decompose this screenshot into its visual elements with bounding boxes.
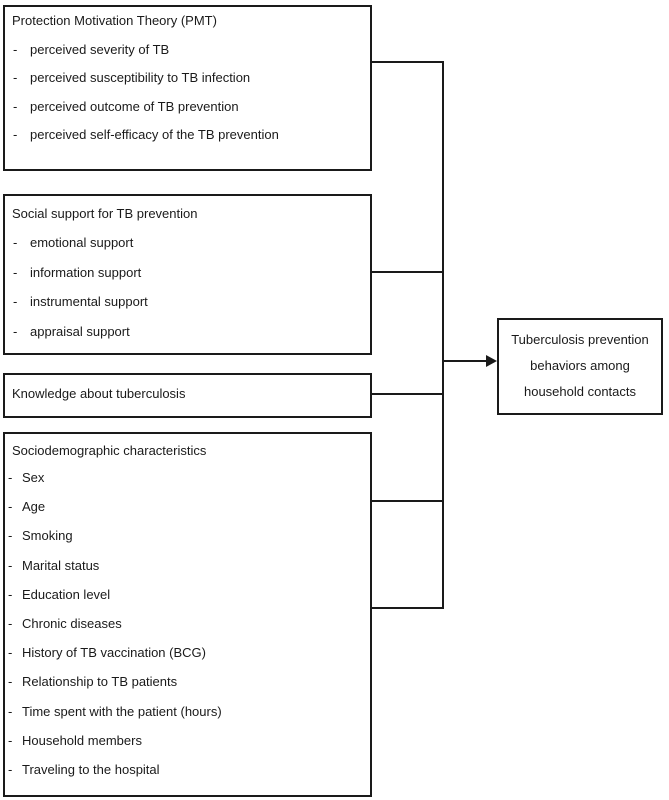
bullet-dash: - <box>8 470 13 486</box>
connector-knowledge-line <box>371 393 444 395</box>
list-item: - perceived severity of TB <box>5 35 370 64</box>
item-text: Relationship to TB patients <box>22 674 178 690</box>
item-text: instrumental support <box>30 294 148 310</box>
bullet-dash: - <box>13 323 18 339</box>
connector-pmt-line <box>372 61 444 63</box>
box-title: Protection Motivation Theory (PMT) <box>12 13 217 28</box>
connector-socio-upper-line <box>372 500 444 502</box>
list-item: - emotional support <box>5 228 370 258</box>
bullet-dash: - <box>13 294 18 310</box>
list-item: - instrumental support <box>5 287 370 317</box>
item-text: information support <box>30 264 142 280</box>
item-text: Traveling to the hospital <box>22 761 160 777</box>
list-item: - appraisal support <box>5 317 370 347</box>
bullet-dash: - <box>13 127 18 143</box>
item-list: - Sex - Age - Smoking - Marital status -… <box>5 463 370 784</box>
outcome-line: Tuberculosis prevention <box>511 332 649 347</box>
list-item: - Marital status <box>5 551 370 580</box>
item-text: perceived susceptibility to TB infection <box>30 70 251 86</box>
box-sociodemographic: Sociodemographic characteristics - Sex -… <box>3 432 372 797</box>
list-item: - information support <box>5 258 370 288</box>
item-text: Smoking <box>22 528 73 544</box>
list-item: - perceived outcome of TB prevention <box>5 92 370 121</box>
bullet-dash: - <box>13 41 18 57</box>
bullet-dash: - <box>13 70 18 86</box>
bullet-dash: - <box>8 616 13 632</box>
bullet-dash: - <box>13 235 18 251</box>
bullet-dash: - <box>8 732 13 748</box>
box-title: Sociodemographic characteristics <box>12 443 207 458</box>
item-text: Household members <box>22 732 142 748</box>
bullet-dash: - <box>8 645 13 661</box>
box-title: Social support for TB prevention <box>12 206 198 221</box>
list-item: - perceived susceptibility to TB infecti… <box>5 64 370 93</box>
list-item: - Relationship to TB patients <box>5 667 370 696</box>
trunk-line <box>442 61 444 609</box>
box-title: Knowledge about tuberculosis <box>12 386 186 401</box>
outcome-line: behaviors among <box>530 358 630 373</box>
bullet-dash: - <box>8 761 13 777</box>
item-text: Sex <box>22 470 45 486</box>
item-text: Chronic diseases <box>22 616 122 632</box>
list-item: - Chronic diseases <box>5 609 370 638</box>
list-item: - Time spent with the patient (hours) <box>5 697 370 726</box>
item-text: Marital status <box>22 557 100 573</box>
connector-socio-lower-line <box>372 607 444 609</box>
list-item: - Household members <box>5 726 370 755</box>
bullet-dash: - <box>8 557 13 573</box>
box-social-support: Social support for TB prevention - emoti… <box>3 194 372 355</box>
box-protection-motivation-theory: Protection Motivation Theory (PMT) - per… <box>3 5 372 171</box>
item-list: - emotional support - information suppor… <box>5 228 370 346</box>
list-item: - Age <box>5 492 370 521</box>
bullet-dash: - <box>13 264 18 280</box>
list-item: - perceived self-efficacy of the TB prev… <box>5 121 370 150</box>
bullet-dash: - <box>8 499 13 515</box>
arrow-line <box>443 360 487 362</box>
item-text: Education level <box>22 586 111 602</box>
item-text: perceived outcome of TB prevention <box>30 98 239 114</box>
outcome-line: household contacts <box>523 384 637 399</box>
bullet-dash: - <box>8 703 13 719</box>
item-text: emotional support <box>30 235 134 251</box>
list-item: - Traveling to the hospital <box>5 755 370 784</box>
box-knowledge: Knowledge about tuberculosis <box>3 373 372 418</box>
list-item: - History of TB vaccination (BCG) <box>5 638 370 667</box>
item-text: perceived severity of TB <box>30 41 170 57</box>
item-text: perceived self-efficacy of the TB preven… <box>30 127 279 143</box>
item-list: - perceived severity of TB - perceived s… <box>5 35 370 149</box>
list-item: - Education level <box>5 580 370 609</box>
arrowhead-icon <box>486 355 497 367</box>
box-outcome: Tuberculosis prevention behaviors among … <box>497 318 663 415</box>
bullet-dash: - <box>8 586 13 602</box>
item-text: Age <box>22 499 46 515</box>
bullet-dash: - <box>8 528 13 544</box>
item-text: appraisal support <box>30 323 130 339</box>
list-item: - Sex <box>5 463 370 492</box>
item-text: Time spent with the patient (hours) <box>22 703 222 719</box>
list-item: - Smoking <box>5 521 370 550</box>
bullet-dash: - <box>8 674 13 690</box>
connector-social-line <box>372 271 444 273</box>
bullet-dash: - <box>13 98 18 114</box>
item-text: History of TB vaccination (BCG) <box>22 645 206 661</box>
